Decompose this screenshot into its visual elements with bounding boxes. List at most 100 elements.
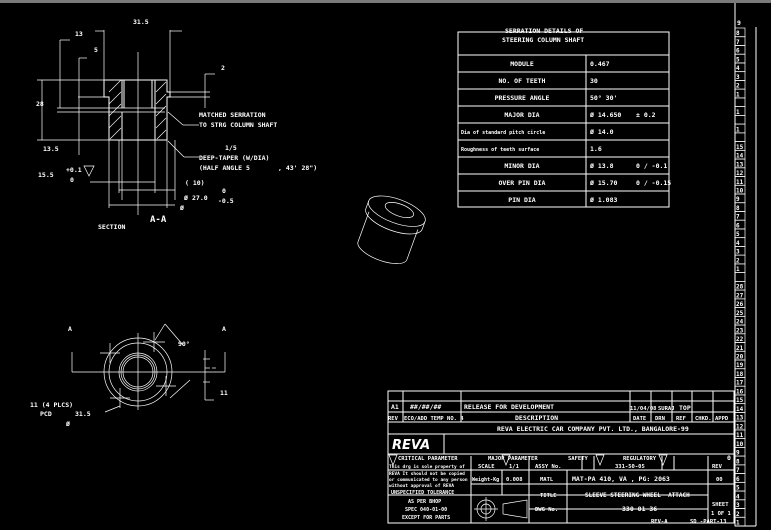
section-caption: SECTION — [98, 223, 125, 231]
property-note-3: or communicated to any person — [389, 477, 468, 483]
table-tolerance: 0 / -0.15 — [636, 179, 671, 187]
cut-plane-a-left: A — [68, 325, 72, 333]
strip-cell-number: 3 — [736, 502, 740, 509]
strip-cell — [734, 97, 746, 107]
table-value: 50° 30' — [590, 94, 617, 102]
weight-label: Weight-Kg — [472, 477, 499, 483]
section-view: 13 31.5 5 2 28 13.5 MATCHED SERRATION TO… — [36, 18, 317, 231]
weight-value: 0.008 — [506, 477, 523, 483]
table-tolerance: 0 / -0.1 — [636, 162, 667, 170]
strip-cell-number: 13 — [736, 415, 744, 422]
property-note-1: This drg is sole property of — [389, 464, 465, 470]
strip-cell — [734, 115, 746, 125]
strip-cell-number: 22 — [736, 336, 744, 343]
property-note-4: without approval of REVA — [389, 483, 454, 489]
hdr-ref: REF — [676, 416, 686, 422]
sheet-label: SHEET — [712, 502, 729, 508]
hdr-eco: ECO/ADD TEMP NO. 4 — [404, 416, 464, 422]
strip-cell-number: 7 — [736, 39, 740, 46]
strip-cell-number: 4 — [736, 493, 740, 500]
strip-cell-number: 1 — [736, 91, 740, 98]
strip-cell-number: 6 — [736, 222, 740, 229]
strip-cell-number: 20 — [736, 354, 744, 361]
sheet-value: 1 OF 1 — [711, 511, 732, 517]
table-value: 0.467 — [590, 60, 610, 68]
table-param: MINOR DIA — [504, 162, 539, 170]
note-serration-shaft: TO STRG COLUMN SHAFT — [199, 121, 277, 129]
scale-value: 1/1 — [509, 464, 520, 470]
strip-cell-number: 6 — [736, 476, 740, 483]
strip-cell-number: 10 — [736, 188, 744, 195]
tolerance-1: AS PER BHOP — [408, 499, 441, 505]
hdr-appd: APPD — [715, 416, 729, 422]
regulatory: REGULATORY — [623, 456, 657, 462]
surface-finish-icon — [83, 165, 95, 177]
cut-plane-a-right: A — [222, 325, 226, 333]
pcd-dia-symbol: Ø — [65, 420, 70, 428]
table-value: Ø 14.650 — [589, 111, 621, 119]
hdr-drn: DRN — [655, 416, 665, 422]
table-value: Ø 13.8 — [589, 162, 614, 170]
dwg-label: DWG No. — [535, 507, 558, 513]
tol-27-lower: -0.5 — [218, 197, 234, 205]
rev-label: REV — [712, 464, 723, 470]
dim-31-5: 31.5 — [133, 18, 149, 26]
matl-label: MATL — [540, 477, 554, 483]
table-value: Ø 1.083 — [589, 196, 617, 204]
parameter-zero: 0 — [727, 454, 731, 462]
strip-cell-number: 2 — [736, 83, 740, 90]
holes-note: 11 (4 PLCS) — [30, 401, 73, 409]
strip-cell-number: 10 — [736, 441, 744, 448]
strip-cell-number: 15 — [736, 144, 744, 151]
rev-value: 00 — [716, 477, 723, 483]
strip-cell — [734, 132, 746, 142]
strip-cell-number: 5 — [736, 56, 740, 63]
strip-cell-number: 3 — [736, 74, 740, 81]
table-value: 1.6 — [590, 145, 602, 153]
strip-cell-number: 6 — [736, 48, 740, 55]
dim-2: 2 — [221, 64, 225, 72]
strip-cell-number: 7 — [736, 467, 740, 474]
taper-angle-value: , 43' 28") — [278, 164, 317, 172]
strip-cell-number: 19 — [736, 362, 744, 369]
unspecified-tolerance: UNSPECIFIED TOLERANCE — [391, 490, 454, 496]
dim-28: 28 — [36, 100, 44, 108]
strip-cell-number: 9 — [736, 450, 740, 457]
strip-cell-number: 18 — [736, 371, 744, 378]
part-outline — [103, 79, 171, 141]
strip-cell-number: 15 — [736, 397, 744, 404]
table-value: Ø 14.0 — [589, 128, 614, 136]
strip-cell-number: 8 — [736, 458, 740, 465]
dim-13: 13 — [75, 30, 83, 38]
title-label: TITLE — [540, 493, 557, 499]
hdr-description: DESCRIPTION — [515, 414, 558, 422]
tolerance-3: EXCEPT FOR PARTS — [402, 515, 450, 521]
strip-cell-number: 1 — [736, 520, 740, 527]
dim-15-5: 15.5 — [38, 171, 54, 179]
section-label: A-A — [150, 215, 167, 225]
matl-value: MAT-PA 410, VA , PG: 2063 — [572, 475, 670, 483]
table-value: 30 — [590, 77, 598, 85]
footer-rev: REV-A — [651, 519, 668, 525]
dim-10: ( 10) — [185, 179, 205, 187]
pcd-value: 31.5 — [75, 410, 91, 418]
strip-cell-number: 23 — [736, 327, 744, 334]
strip-cell-number: 12 — [736, 170, 744, 177]
table-param: OVER PIN DIA — [499, 179, 546, 187]
strip-cell-number: 1 — [736, 126, 740, 133]
note-serration: MATCHED SERRATION — [199, 111, 266, 119]
title-block: A1 ##/##/## RELEASE FOR DEVELOPMENT 11/0… — [387, 390, 735, 525]
rev-code: ##/##/## — [410, 403, 441, 411]
dim-5: 5 — [94, 46, 98, 54]
tol-27-upper: 0 — [222, 187, 226, 195]
table-param: PIN DIA — [508, 196, 535, 204]
critical-parameter: CRITICAL PARAMETER — [398, 456, 458, 462]
strip-cell-number: 11 — [736, 179, 744, 186]
strip-cell-number: 28 — [736, 284, 744, 291]
table-value: Ø 15.70 — [589, 179, 617, 187]
strip-cell-number: 1 — [736, 266, 740, 273]
assy-value: 331-50-05 — [615, 464, 645, 470]
tolerance-plus: +0.1 — [66, 166, 82, 174]
scale-label: SCALE — [478, 464, 495, 470]
